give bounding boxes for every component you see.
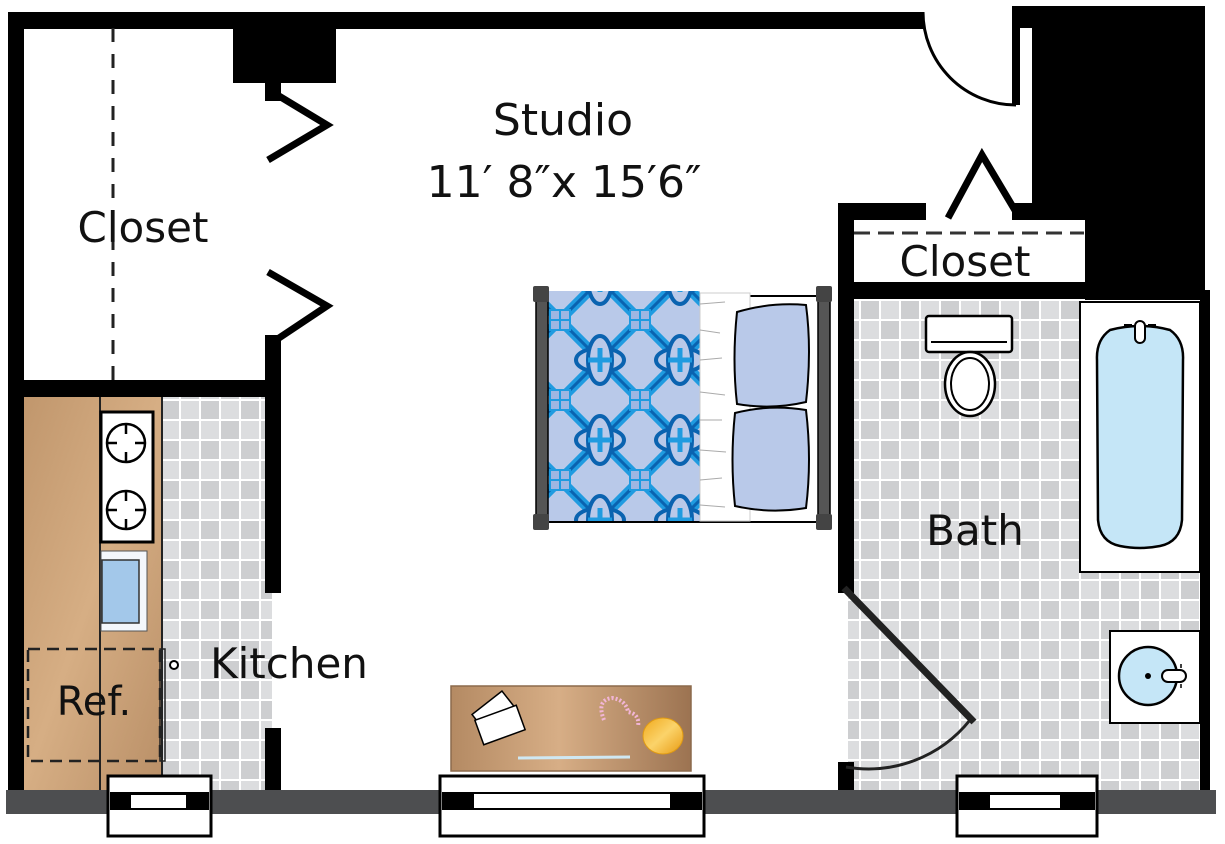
pillow-bottom — [731, 406, 810, 512]
soap-icon — [642, 717, 684, 755]
window-bath — [955, 774, 1099, 838]
studio-dimensions: 11′ 8″x 15′6″ — [427, 157, 702, 208]
right-closet-label: Closet — [900, 237, 1031, 286]
right-closet-bifold-door — [944, 147, 1020, 220]
bath-door — [841, 585, 977, 771]
bathtub-icon — [1079, 301, 1201, 573]
pillow-top — [733, 303, 810, 408]
window-kitchen — [106, 774, 213, 838]
closet-bifold-door-bottom — [266, 268, 334, 341]
bath-label: Bath — [926, 506, 1024, 555]
window-studio — [438, 774, 706, 838]
refrigerator-label: Ref. — [57, 679, 132, 725]
toilet-icon — [924, 314, 1014, 418]
dresser-icon — [450, 685, 692, 772]
necklace-icon — [599, 695, 641, 728]
right-closet: Closet — [854, 220, 1084, 286]
bed-icon — [533, 286, 832, 530]
ruler-icon — [517, 755, 631, 760]
studio-label: Studio — [493, 95, 633, 146]
kitchen-floor — [160, 395, 272, 790]
entry-door — [921, 11, 1017, 107]
kitchen-sink-icon — [100, 550, 148, 632]
stove-burners-icon — [99, 410, 155, 544]
bath-sink-icon — [1109, 630, 1201, 724]
refrigerator: Ref. — [26, 647, 179, 763]
envelope-icon — [470, 690, 527, 746]
closet-bifold-door-top — [266, 93, 334, 164]
left-closet-label: Closet — [78, 203, 209, 252]
walls — [8, 6, 1210, 792]
kitchen-label: Kitchen — [210, 639, 368, 688]
